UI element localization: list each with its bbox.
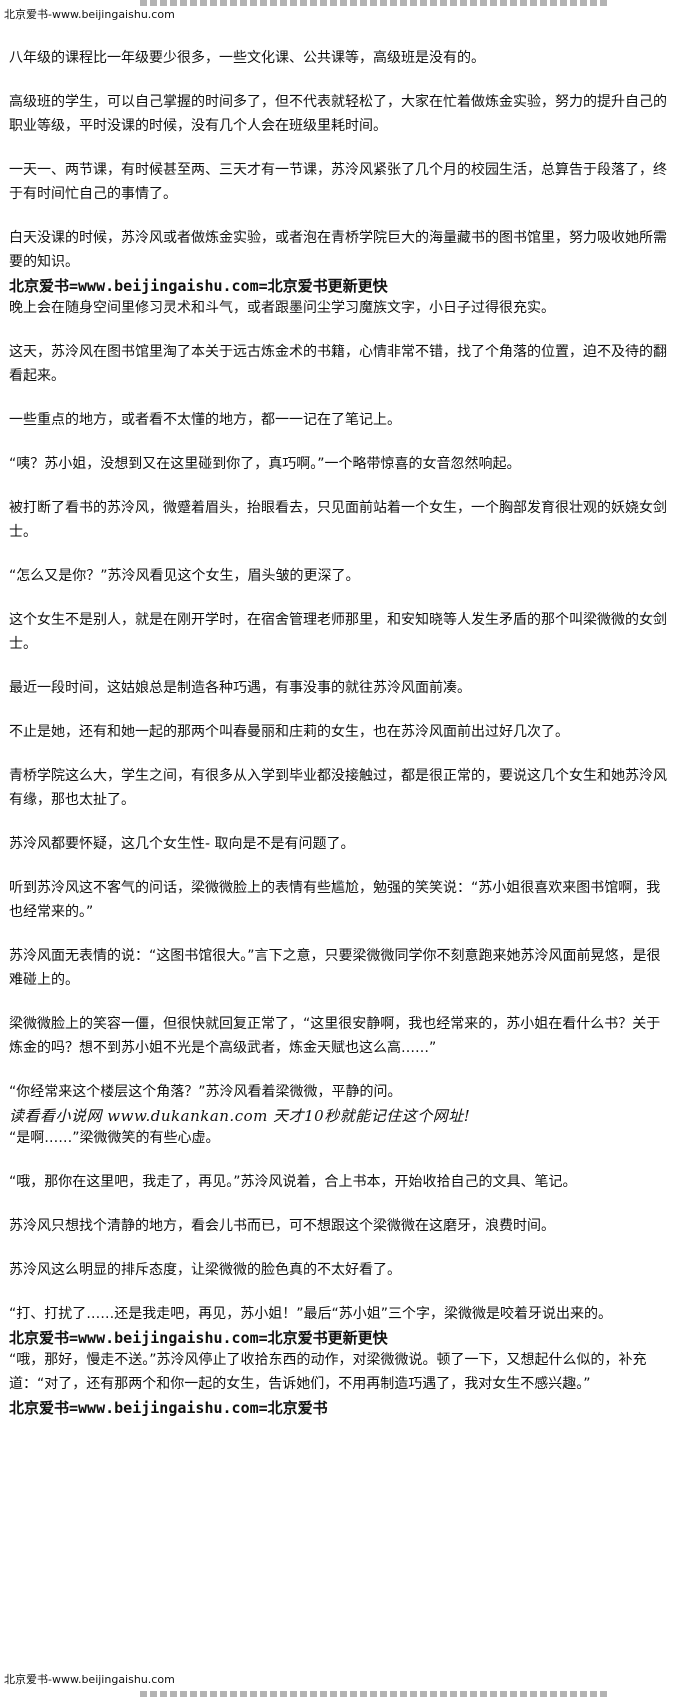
paragraph: “哦，那你在这里吧，我走了，再见。”苏泠风说着，合上书本，开始收拾自己的文具、笔… <box>9 1174 577 1190</box>
paragraph: 梁微微脸上的笑容一僵，但很快就回复正常了，“这里很安静啊，我也经常来的，苏小姐在… <box>9 1016 661 1056</box>
watermark-bold-1: 北京爱书=www.beijingaishu.com=北京爱书更新更快 <box>9 277 388 295</box>
paragraph: 白天没课的时候，苏泠风或者做炼金实验，或者泡在青桥学院巨大的海量藏书的图书馆里，… <box>9 230 667 270</box>
top-edge-scan-artifact <box>140 0 610 6</box>
paragraph: 苏泠风这么明显的排斥态度，让梁微微的脸色真的不太好看了。 <box>9 1262 401 1278</box>
paragraph: 高级班的学生，可以自己掌握的时间多了，但不代表就轻松了，大家在忙着做炼金实验，努… <box>9 94 667 134</box>
paragraph: 被打断了看书的苏泠风，微蹙着眉头，抬眼看去，只见面前站着一个女生，一个胸部发育很… <box>9 500 667 540</box>
paragraph: 这个女生不是别人，就是在刚开学时，在宿舍管理老师那里，和安知晓等人发生矛盾的那个… <box>9 612 667 652</box>
watermark-small-top: 北京爱书-www.beijingaishu.com <box>4 8 175 21</box>
paragraph: 一天一、两节课，有时候甚至两、三天才有一节课，苏泠风紧张了几个月的校园生活，总算… <box>9 162 667 202</box>
paragraph: “你经常来这个楼层这个角落？”苏泠风看着梁微微，平静的问。 <box>9 1084 402 1100</box>
paragraph: 八年级的课程比一年级要少很多，一些文化课、公共课等，高级班是没有的。 <box>9 50 485 66</box>
paragraph: “是啊……”梁微微笑的有些心虚。 <box>9 1130 220 1146</box>
paragraph: 听到苏泠风这不客气的问话，梁微微脸上的表情有些尴尬，勉强的笑笑说：“苏小姐很喜欢… <box>9 880 661 920</box>
paragraph: 晚上会在随身空间里修习灵术和斗气，或者跟墨问尘学习魔族文字，小日子过得很充实。 <box>9 300 555 316</box>
watermark-bold-3: 北京爱书=www.beijingaishu.com=北京爱书 <box>9 1399 328 1417</box>
paragraph: “咦？苏小姐，没想到又在这里碰到你了，真巧啊。”一个略带惊喜的女音忽然响起。 <box>9 456 521 472</box>
watermark-small-bottom: 北京爱书-www.beijingaishu.com <box>4 1673 175 1686</box>
paragraph: “打、打扰了……还是我走吧，再见，苏小姐！”最后“苏小姐”三个字，梁微微是咬着牙… <box>9 1306 613 1322</box>
paragraph: “怎么又是你？”苏泠风看见这个女生，眉头皱的更深了。 <box>9 568 360 584</box>
paragraph: 一些重点的地方，或者看不太懂的地方，都一一记在了笔记上。 <box>9 412 401 428</box>
paragraph: 不止是她，还有和她一起的那两个叫春曼丽和庄莉的女生，也在苏泠风面前出过好几次了。 <box>9 724 569 740</box>
paragraph: 这天，苏泠风在图书馆里淘了本关于远古炼金术的书籍，心情非常不错，找了个角落的位置… <box>9 344 667 384</box>
paragraph: 苏泠风面无表情的说：“这图书馆很大。”言下之意，只要梁微微同学你不刻意跑来她苏泠… <box>9 948 661 988</box>
paragraph: 苏泠风只想找个清静的地方，看会儿书而已，可不想跟这个梁微微在这磨牙，浪费时间。 <box>9 1218 555 1234</box>
article-body: 八年级的课程比一年级要少很多，一些文化课、公共课等，高级班是没有的。 高级班的学… <box>9 46 669 1418</box>
bottom-edge-scan-artifact <box>140 1691 610 1697</box>
paragraph: “哦，那好，慢走不送。”苏泠风停止了收拾东西的动作，对梁微微说。顿了一下，又想起… <box>9 1352 647 1392</box>
paragraph: 青桥学院这么大，学生之间，有很多从入学到毕业都没接触过，都是很正常的，要说这几个… <box>9 768 667 808</box>
paragraph: 最近一段时间，这姑娘总是制造各种巧遇，有事没事的就往苏泠风面前凑。 <box>9 680 471 696</box>
paragraph: 苏泠风都要怀疑，这几个女生性- 取向是不是有问题了。 <box>9 836 355 852</box>
watermark-bold-2: 北京爱书=www.beijingaishu.com=北京爱书更新更快 <box>9 1329 388 1347</box>
watermark-dukankan: 读看看小说网 www.dukankan.com 天才10秒就能记住这个网址! <box>9 1107 471 1125</box>
